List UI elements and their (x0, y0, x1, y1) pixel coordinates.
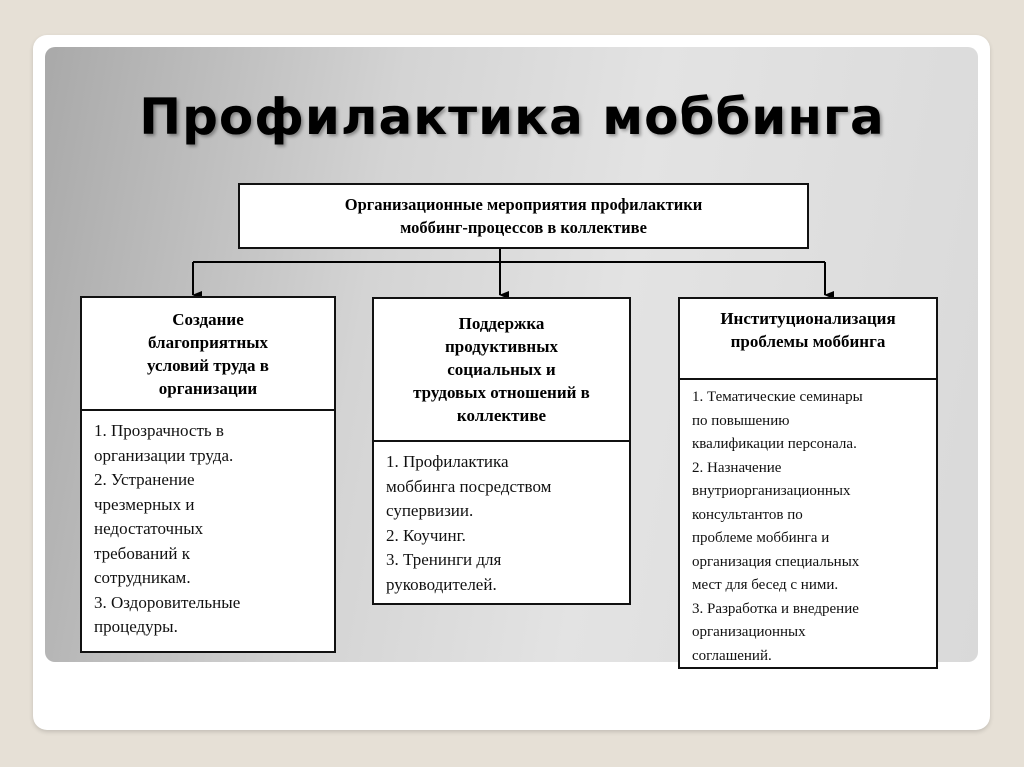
list-item: 3. Оздоровительные процедуры. (94, 592, 241, 637)
slide-title: Профилактика моббинга (139, 88, 885, 146)
list-item: 3. Разработка и внедрение организационны… (692, 600, 859, 664)
list-item: 2. Коучинг. (386, 525, 466, 545)
column-1-heading-text: Создание благоприятных условий труда в о… (147, 309, 269, 398)
column-2-list: 1. Профилактика моббинга посредством суп… (372, 440, 631, 605)
column-3-heading-text: Институционализация проблемы моббинга (720, 309, 896, 351)
list-item: 2. Устранение чрезмерных и недостаточных… (94, 470, 204, 587)
top-box: Организационные мероприятия профилактики… (238, 183, 809, 249)
column-2-heading: Поддержка продуктивных социальных и труд… (372, 297, 631, 442)
list-item: 3. Тренинги для руководителей. (386, 550, 502, 594)
column-1-heading: Создание благоприятных условий труда в о… (80, 296, 336, 411)
list-item: 2. Назначение внутриорганизационных конс… (692, 459, 860, 594)
list-item: 1. Тематические семинары по повышению кв… (692, 389, 863, 452)
column-2-heading-text: Поддержка продуктивных социальных и труд… (413, 314, 590, 425)
list-item: 1. Прозрачность в организации труда. (94, 421, 234, 465)
column-1-list: 1. Прозрачность в организации труда. 2. … (80, 409, 336, 653)
column-3-list: 1. Тематические семинары по повышению кв… (678, 378, 938, 669)
top-box-text: Организационные мероприятия профилактики… (344, 195, 703, 237)
column-3-heading: Институционализация проблемы моббинга (678, 297, 938, 380)
list-item: 1. Профилактика моббинга посредством суп… (386, 452, 552, 520)
